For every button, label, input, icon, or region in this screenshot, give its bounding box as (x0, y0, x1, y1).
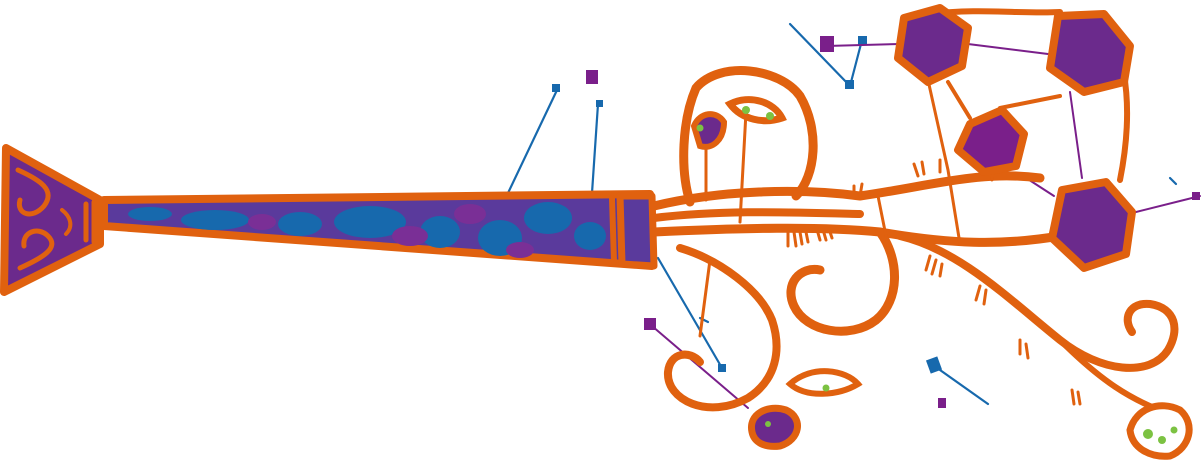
blue-patch (181, 210, 249, 230)
blue-patch (334, 206, 406, 238)
blue-knot (596, 100, 603, 107)
blue-thread (1168, 176, 1178, 186)
leaf (1126, 402, 1193, 460)
purple-thread (1069, 91, 1083, 179)
green-accent (766, 112, 774, 120)
green-accent (742, 106, 750, 114)
fringe (786, 224, 834, 248)
green-accent (765, 421, 771, 427)
blue-patch (278, 212, 322, 236)
blue-thread (848, 38, 864, 88)
hex-connector (946, 80, 1062, 120)
purple-patch (248, 214, 276, 230)
blue-thread (938, 368, 990, 406)
leaf (724, 96, 787, 125)
vine (650, 208, 864, 222)
tube-motif (0, 144, 658, 296)
leaf-sprigs (690, 96, 1193, 460)
blue-knot (718, 364, 726, 372)
flare-swirl (60, 208, 73, 236)
loose-threads (506, 22, 1201, 409)
vine-fringes (786, 158, 1082, 406)
purple-patch (454, 204, 486, 224)
purple-knot (820, 36, 834, 52)
blue-thread-lines (506, 22, 1178, 406)
tube-seam (609, 195, 617, 265)
hexagon-cluster (894, 4, 1136, 272)
vine-stem (698, 110, 892, 338)
green-accent (1158, 436, 1166, 444)
green-accent (696, 124, 704, 132)
blue-patch (524, 202, 572, 234)
leaf-sprig-right (1126, 402, 1193, 460)
blue-patch (574, 222, 606, 250)
purple-thread (825, 43, 901, 47)
purple-knot (586, 70, 598, 84)
leaf-sprig-top (690, 96, 787, 150)
purple-thread (651, 325, 749, 409)
blue-knot (845, 80, 854, 89)
leaf-bud (690, 111, 728, 150)
fringe (852, 158, 942, 200)
blue-knot (925, 356, 943, 374)
hexagon (954, 106, 1028, 176)
fringe (924, 254, 1082, 406)
tube-blue-patches (128, 202, 606, 256)
blue-thread (506, 86, 560, 195)
blue-patch (128, 207, 172, 221)
leaf (785, 368, 863, 397)
blue-knot (858, 36, 867, 45)
purple-stitch-knots (586, 36, 1200, 408)
green-accent (1143, 429, 1153, 439)
green-accent (822, 384, 830, 392)
flare-swirl (15, 167, 51, 217)
blue-thread (788, 22, 852, 88)
leaf-sprig-bottom (748, 368, 863, 450)
tube-cap (616, 192, 658, 270)
purple-patch (392, 226, 428, 246)
vine (649, 171, 1045, 211)
purple-patch (506, 242, 534, 258)
vine-curl (896, 232, 1179, 372)
blue-thread (656, 256, 724, 370)
purple-knot (644, 318, 656, 330)
tube-purple-patches (248, 204, 534, 258)
blue-thread (590, 102, 600, 195)
vine-swirls (649, 66, 1179, 417)
purple-knot (1192, 192, 1200, 200)
purple-thread (967, 43, 1049, 55)
leaf-bud (748, 404, 801, 450)
blue-stitch-knots (552, 36, 943, 374)
blue-knot (552, 84, 560, 92)
vine-loop (679, 66, 818, 207)
purple-knot (938, 398, 946, 408)
hexagon (1048, 178, 1136, 272)
hexagon (894, 4, 972, 86)
flare-end (0, 144, 104, 296)
flare-swirl (17, 228, 55, 271)
vine-curl (664, 244, 781, 412)
hexagon (1046, 10, 1134, 96)
green-accent (1170, 426, 1178, 434)
blue-patch (420, 216, 460, 248)
vine-curl (786, 227, 899, 336)
vine (649, 223, 1065, 247)
purple-thread (1127, 195, 1201, 215)
